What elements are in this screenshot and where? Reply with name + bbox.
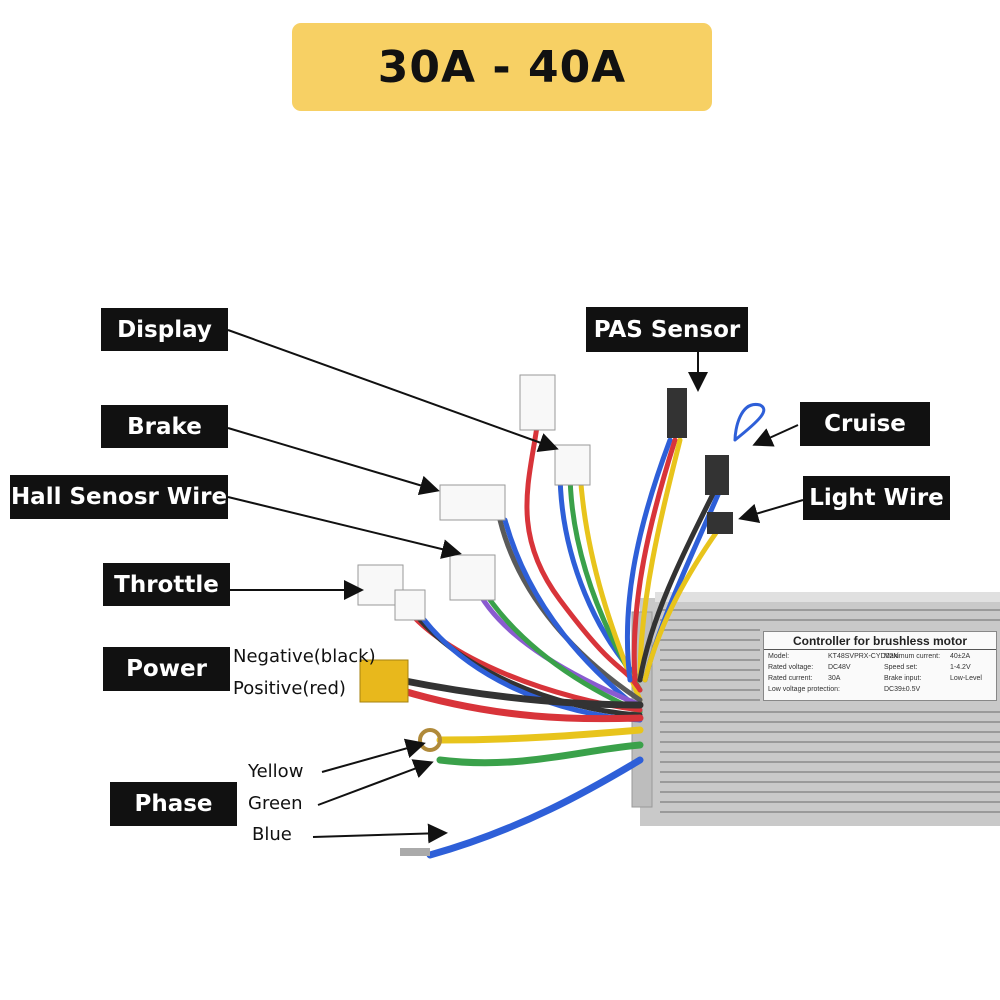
controller-body — [631, 592, 1000, 826]
plate-rated-voltage-value: DC48V — [828, 664, 851, 671]
plate-max-current-label: Maximum current: — [884, 653, 941, 660]
wire-bundle — [396, 387, 766, 859]
label-power: Power — [103, 647, 230, 691]
pointer-arrows — [227, 329, 804, 844]
phase-blue-text: Blue — [252, 824, 292, 845]
phase-yellow-text: Yellow — [248, 761, 304, 782]
label-light-wire: Light Wire — [803, 476, 950, 520]
phase-green-text: Green — [248, 793, 303, 814]
plate-rated-current-value: 30A — [828, 675, 841, 682]
plate-rated-voltage-label: Rated voltage: — [768, 664, 814, 671]
label-cruise: Cruise — [800, 402, 930, 446]
label-display: Display — [101, 308, 228, 351]
plate-brake-input-value: Low-Level — [950, 675, 982, 682]
plate-rated-current-label: Rated current: — [768, 675, 813, 682]
label-brake: Brake — [101, 405, 228, 448]
plate-model-label: Model: — [768, 653, 790, 660]
plate-max-current-value: 40±2A — [950, 653, 971, 660]
label-throttle: Throttle — [103, 563, 230, 606]
connectors — [357, 374, 733, 856]
plate-speed-set-value: 1-4.2V — [950, 664, 971, 671]
title-banner: 30A - 40A — [292, 23, 712, 111]
label-pas-sensor: PAS Sensor — [586, 307, 748, 352]
label-hall-sensor-wire: Hall Senosr Wire — [10, 475, 228, 519]
plate-low-voltage-value: DC39±0.5V — [884, 686, 921, 693]
power-positive-text: Positive(red) — [233, 678, 346, 699]
plate-title: Controller for brushless motor — [764, 632, 996, 650]
label-phase: Phase — [110, 782, 237, 826]
plate-brake-input-label: Brake input: — [884, 675, 922, 682]
plate-low-voltage-label: Low voltage protection: — [768, 686, 840, 693]
title-text: 30A - 40A — [377, 41, 627, 93]
controller-spec-plate: Controller for brushless motor Model: KT… — [763, 631, 997, 701]
power-negative-text: Negative(black) — [233, 646, 376, 667]
plate-model-value: KT48SVPRX-CYD02N — [828, 653, 899, 660]
plate-speed-set-label: Speed set: — [884, 664, 918, 671]
